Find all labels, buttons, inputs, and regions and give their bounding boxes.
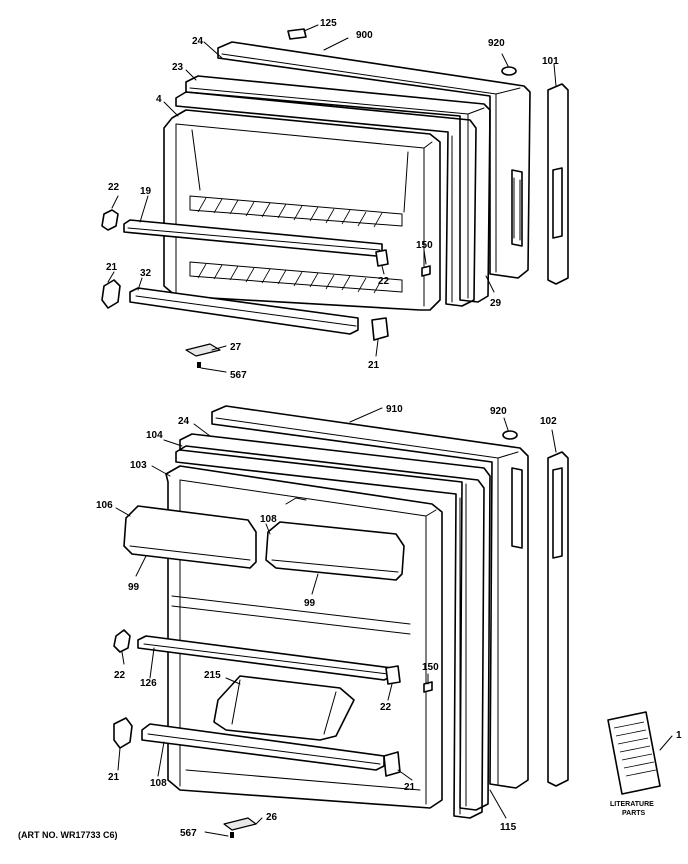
callout-567-lower: 567 bbox=[180, 828, 197, 839]
callout-21-lower: 21 bbox=[108, 772, 120, 783]
lower-door-assembly bbox=[113, 405, 673, 838]
callout-22-lower-b: 22 bbox=[380, 702, 392, 713]
part-920-lower-shape bbox=[502, 430, 518, 440]
part-22-left-shape bbox=[101, 209, 119, 231]
callout-22: 22 bbox=[108, 182, 120, 193]
callout-126: 126 bbox=[140, 678, 157, 689]
part-22-right-shape bbox=[375, 249, 389, 267]
callout-24-lower: 24 bbox=[178, 416, 190, 427]
part-21-right-shape bbox=[371, 317, 389, 341]
part-150-lower-shape bbox=[423, 681, 433, 693]
art-number: (ART NO. WR17733 C6) bbox=[18, 830, 118, 840]
callout-19: 19 bbox=[140, 186, 152, 197]
callout-108-upper: 108 bbox=[260, 514, 277, 525]
callout-21: 21 bbox=[106, 262, 118, 273]
callout-27: 27 bbox=[230, 342, 242, 353]
callout-22-lower: 22 bbox=[114, 670, 126, 681]
callout-910: 910 bbox=[386, 404, 403, 415]
callout-103: 103 bbox=[130, 460, 147, 471]
part-22-lower-right-shape bbox=[385, 665, 401, 685]
part-108-upper-shape bbox=[265, 521, 405, 581]
callout-101: 101 bbox=[542, 56, 559, 67]
part-910-shape bbox=[211, 405, 529, 789]
callout-99b: 99 bbox=[304, 598, 316, 609]
callout-22b: 22 bbox=[378, 276, 390, 287]
callout-4: 4 bbox=[156, 94, 162, 105]
part-108-lower-shape bbox=[141, 723, 385, 771]
part-27-shape bbox=[185, 343, 221, 357]
part-920-shape bbox=[501, 66, 517, 76]
part-26-shape bbox=[223, 817, 257, 831]
callout-108-lower: 108 bbox=[150, 778, 167, 789]
part-125-shape bbox=[287, 28, 307, 40]
literature-booklet bbox=[607, 711, 661, 795]
literature-label-1: LITERATURE bbox=[610, 801, 654, 808]
callout-104: 104 bbox=[146, 430, 163, 441]
callout-150: 150 bbox=[416, 240, 433, 251]
part-106-shape bbox=[123, 505, 257, 569]
callout-567: 567 bbox=[230, 370, 247, 381]
callout-1: 1 bbox=[676, 730, 682, 741]
callout-150-lower: 150 bbox=[422, 662, 439, 673]
callout-125: 125 bbox=[320, 18, 337, 29]
callout-102: 102 bbox=[540, 416, 557, 427]
callout-26: 26 bbox=[266, 812, 278, 823]
literature-label-2: PARTS bbox=[622, 810, 646, 817]
callout-29: 29 bbox=[490, 298, 502, 309]
callout-99: 99 bbox=[128, 582, 140, 593]
part-21-lower-right-shape bbox=[383, 751, 401, 777]
callout-23: 23 bbox=[172, 62, 184, 73]
part-150-shape bbox=[421, 265, 431, 277]
callout-115: 115 bbox=[500, 822, 517, 833]
part-21-left-shape bbox=[101, 279, 121, 309]
part-215-shape bbox=[213, 675, 355, 741]
callout-32: 32 bbox=[140, 268, 152, 279]
callout-24: 24 bbox=[192, 36, 204, 47]
callout-106: 106 bbox=[96, 500, 113, 511]
upper-door-assembly bbox=[101, 24, 569, 373]
callout-labels: 125 900 24 23 4 920 101 22 19 150 22 21 … bbox=[18, 18, 682, 840]
callout-920: 920 bbox=[488, 38, 505, 49]
callout-215: 215 bbox=[204, 670, 221, 681]
callout-900: 900 bbox=[356, 30, 373, 41]
part-21-lower-left-shape bbox=[113, 717, 133, 749]
callout-21b: 21 bbox=[368, 360, 380, 371]
callout-920-lower: 920 bbox=[490, 406, 507, 417]
part-22-lower-left-shape bbox=[113, 629, 131, 653]
callout-21-lower-b: 21 bbox=[404, 782, 416, 793]
part-900-shape bbox=[217, 41, 531, 279]
